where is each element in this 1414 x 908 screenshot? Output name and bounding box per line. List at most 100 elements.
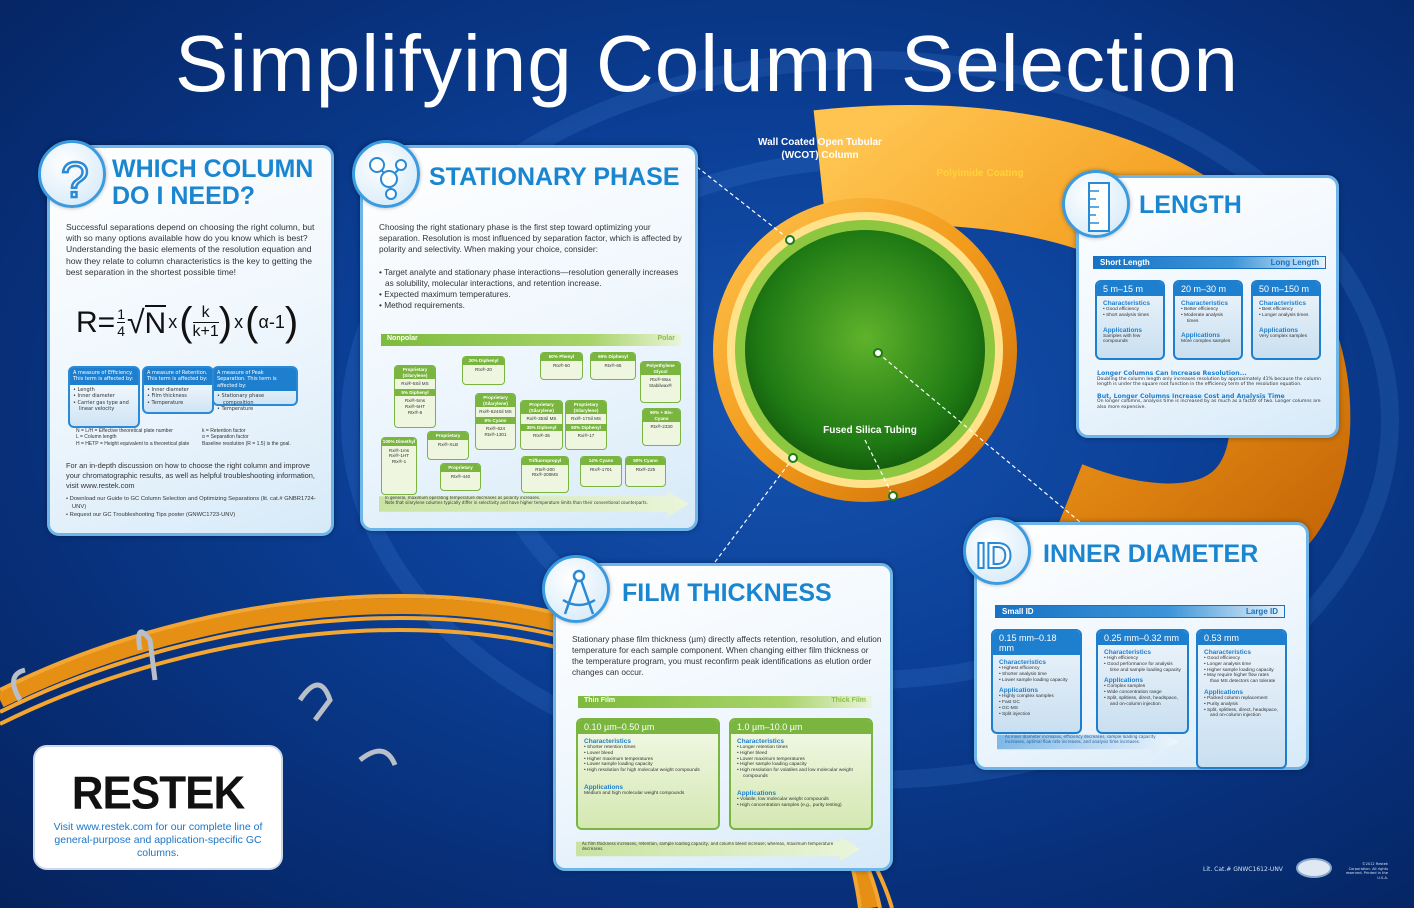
applications-text: Very complex samples: [1259, 333, 1307, 339]
lit-cat-number: Lit. Cat.# GNWC1612-UNV: [1203, 866, 1283, 873]
fused-silica-core: [745, 230, 985, 470]
characteristic: Good efficiency: [1204, 656, 1279, 662]
column-product[interactable]: Rtx®-50: [553, 362, 570, 368]
column-product[interactable]: Rtx®-200MS: [531, 472, 559, 478]
column-product[interactable]: Rxi®-35Sil MS: [526, 416, 557, 422]
ruler-icon: [1062, 170, 1130, 238]
column-product[interactable]: Rtx®-Wax: [650, 377, 671, 383]
resource-link[interactable]: Download our Guide to GC Column Selectio…: [66, 495, 324, 511]
column-product[interactable]: Rxi®-5Sil MS: [401, 381, 429, 387]
molecule-icon: [352, 140, 420, 208]
column-product[interactable]: Rtx®-1301: [484, 431, 507, 437]
inner-diameter-title: INNER DIAMETER: [1043, 540, 1259, 568]
visit-restek-text[interactable]: Visit www.restek.com for our complete li…: [53, 821, 263, 859]
column-product[interactable]: Rtx®-35: [533, 433, 550, 439]
applications-label: Applications: [1181, 332, 1221, 340]
phase-type: 14% Cyano: [581, 457, 621, 465]
length-notes: Longer Columns Can Increase Resolution..…: [1097, 370, 1321, 410]
term-item: Inner diameter: [73, 393, 135, 399]
column-product[interactable]: Rtx®-20: [475, 366, 492, 372]
length-card: 5 m–15 m CharacteristicsGood efficiencySh…: [1095, 280, 1165, 360]
characteristics-label: Characteristics: [1259, 300, 1306, 307]
phase-type: 65% Diphenyl: [591, 353, 635, 361]
more-info-text[interactable]: For an in-depth discussion on how to cho…: [66, 461, 315, 490]
column-product[interactable]: Rxi®-624Sil MS: [479, 409, 512, 415]
term-list: Stationary phase compositionTemperature: [214, 391, 296, 414]
id-card: 0.53 mmCharacteristicsGood efficiencyLon…: [1196, 629, 1287, 769]
phase-products: Rxi®-17: [566, 431, 606, 441]
column-product[interactable]: Rtx®-65: [604, 362, 622, 368]
characteristics-list: Better efficiencyModerate analysis times: [1181, 307, 1235, 324]
consideration-item: Expected maximum temperatures.: [379, 289, 689, 300]
length-title: LENGTH: [1139, 191, 1242, 219]
applications-text: Samples with few compounds: [1103, 333, 1141, 345]
column-product[interactable]: Rxi®-624: [485, 426, 506, 432]
stationary-phase-panel: STATIONARY PHASE Choosing the right stat…: [360, 145, 698, 531]
equation-term-box: A measure of Peak Separation. This term …: [212, 366, 298, 412]
column-product[interactable]: Rtx®-2330: [650, 424, 673, 430]
column-product[interactable]: Rxi®-5ms: [404, 398, 426, 404]
film-range: 1.0 µm–10.0 µm: [731, 720, 871, 734]
phase-type: 50% Diphenyl: [566, 423, 606, 432]
application: Purity analysis: [1204, 702, 1279, 708]
resource-link[interactable]: Request our GC Troubleshooting Tips post…: [66, 511, 324, 519]
characteristics-list: Good efficiencyShort analysis times: [1103, 307, 1157, 319]
phase-products: Rtx®-65: [591, 361, 635, 371]
defs-right: k = Retention factor α = Separation fact…: [202, 428, 291, 447]
phase-products: Rtx®-20: [463, 365, 504, 375]
column-product[interactable]: Rxi®-XLB: [437, 441, 459, 447]
characteristic: Lower maximum temperatures: [737, 757, 865, 763]
stationary-phase-title: STATIONARY PHASE: [429, 163, 680, 191]
applications-list: Complex samplesWide concentration rangeS…: [1104, 684, 1181, 707]
column-product[interactable]: Rxi®-5HT: [404, 403, 426, 409]
film-arrow-note: As film thickness increases, retention, …: [576, 837, 860, 861]
characteristics-label: Characteristics: [1103, 300, 1150, 307]
term-heading: A measure of Peak Separation. This term …: [214, 368, 296, 392]
applications-label: Applications: [1204, 688, 1244, 696]
id-card: 0.15 mm–0.18 mmCharacteristicsHighest ef…: [991, 629, 1082, 734]
which-intro: Successful separations depend on choosin…: [66, 222, 315, 277]
column-product[interactable]: Stabilwax®: [648, 382, 673, 388]
characteristics-list: Highest efficiencyShorter analysis timeL…: [999, 666, 1074, 683]
column-product[interactable]: Rtx®-5: [407, 409, 423, 415]
column-product[interactable]: Rxi®-1HT: [388, 453, 410, 459]
term-item: Stationary phase composition: [217, 393, 293, 406]
characteristic: Higher bleed: [737, 751, 865, 757]
column-product[interactable]: Rxi®-17Sil MS: [571, 416, 601, 422]
compass-icon: [542, 555, 610, 623]
length-range: 5 m–15 m: [1097, 282, 1163, 296]
restek-logo-box[interactable]: RESTEK Visit www.restek.com for our comp…: [33, 745, 283, 870]
characteristic: Lower bleed: [584, 751, 712, 757]
applications-label: Applications: [1103, 326, 1143, 334]
column-product[interactable]: Rtx®-200: [535, 466, 555, 472]
column-product[interactable]: Rtx®-1701: [589, 466, 613, 472]
column-product[interactable]: Rtx®-440: [450, 473, 471, 479]
characteristic: Shorter retention times: [584, 745, 712, 751]
column-product[interactable]: Rtx®-1: [391, 458, 407, 464]
column-product[interactable]: Rxi®-1ms: [388, 447, 410, 453]
column-product[interactable]: Rtx®-225: [635, 466, 656, 472]
characteristics-list: Best efficiencyLonger analysis times: [1259, 307, 1313, 319]
column-product[interactable]: Rxi®-17: [577, 433, 595, 439]
application: Split, splitless, direct, headspace, and…: [1204, 708, 1279, 720]
characteristic: May require higher flow rates than MS de…: [1204, 673, 1279, 685]
